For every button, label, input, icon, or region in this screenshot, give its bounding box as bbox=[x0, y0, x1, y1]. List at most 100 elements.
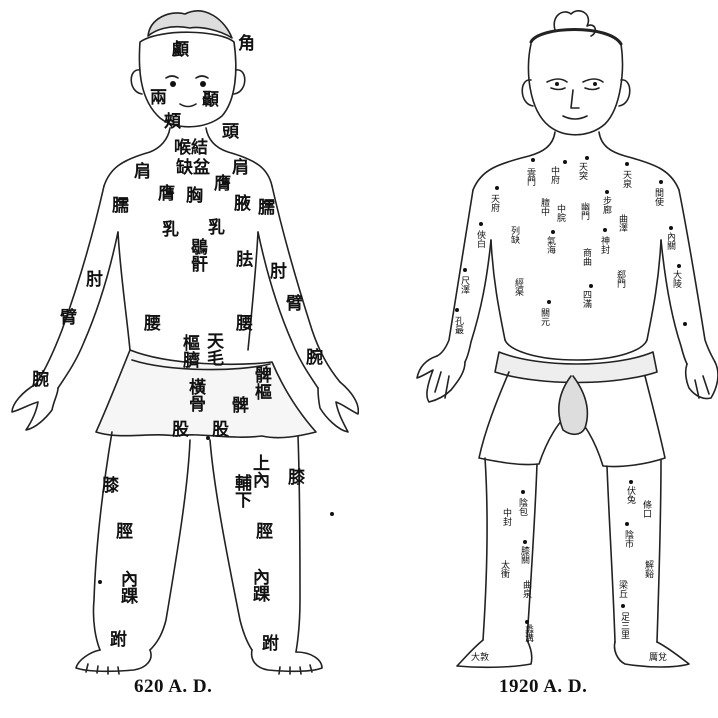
point-dot bbox=[463, 268, 467, 272]
point-dot bbox=[605, 190, 609, 194]
point-label: 天府 bbox=[489, 194, 498, 212]
point-label: 商曲 bbox=[581, 248, 590, 266]
point-dot bbox=[455, 308, 459, 312]
point-label: 大敦 bbox=[471, 654, 489, 663]
label-groin-left: 股 bbox=[172, 422, 189, 439]
label-chest-right: 膺 bbox=[214, 176, 231, 193]
marker-dot bbox=[98, 580, 102, 584]
label-forearm-right: 臂 bbox=[286, 296, 303, 313]
point-label: 膝關 bbox=[519, 546, 528, 564]
point-label: 陰包 bbox=[517, 498, 526, 516]
label-shoulder-right: 肩 bbox=[232, 160, 249, 177]
point-dot bbox=[525, 620, 529, 624]
label-arm-upper-right: 臑 bbox=[258, 200, 275, 217]
label-navel: 樞臍 bbox=[180, 334, 197, 368]
point-label: 厲兌 bbox=[649, 654, 667, 663]
point-label: 中封 bbox=[501, 508, 510, 526]
point-dot bbox=[589, 284, 593, 288]
label-knee-right: 膝 bbox=[288, 470, 305, 487]
point-dot bbox=[603, 228, 607, 232]
label-shin-right: 脛 bbox=[256, 524, 273, 541]
label-pubic-hair: 天毛 bbox=[204, 332, 221, 366]
label-waist-left: 腰 bbox=[144, 316, 161, 333]
point-label: 尺澤 bbox=[459, 276, 468, 294]
label-thigh-joint: 髀 bbox=[232, 398, 249, 415]
point-dot bbox=[629, 480, 633, 484]
label-elbow-right: 肘 bbox=[270, 264, 287, 281]
point-label: 足三里 bbox=[619, 612, 628, 639]
point-dot bbox=[551, 230, 555, 234]
caption-620ad: 620 A. D. bbox=[134, 676, 212, 698]
label-nipple-left: 乳 bbox=[162, 222, 179, 239]
point-label: 梁丘 bbox=[617, 580, 626, 598]
label-neck: 頭 bbox=[222, 124, 239, 141]
caption-1920ad: 1920 A. D. bbox=[499, 676, 587, 698]
label-inner-ankle-right: 內踝 bbox=[250, 568, 267, 602]
label-knee-left: 膝 bbox=[102, 478, 119, 495]
label-cheek-left: 兩 bbox=[150, 90, 167, 107]
label-pubic-bone: 橫骨 bbox=[186, 378, 203, 412]
point-dot bbox=[585, 156, 589, 160]
point-dot bbox=[521, 490, 525, 494]
point-dot bbox=[625, 522, 629, 526]
point-dot bbox=[683, 322, 687, 326]
label-ribs: 胠 bbox=[236, 252, 253, 269]
point-label: 條口 bbox=[641, 500, 650, 518]
point-dot bbox=[659, 180, 663, 184]
point-label: 曲泉 bbox=[521, 580, 530, 598]
label-shoulder-left: 肩 bbox=[134, 164, 151, 181]
label-groin-right: 股 bbox=[212, 422, 229, 439]
label-foot-right: 跗 bbox=[262, 636, 279, 653]
point-label: 蠡溝 bbox=[523, 624, 532, 642]
point-label: 四滿 bbox=[581, 290, 590, 308]
point-label: 大陵 bbox=[671, 270, 680, 288]
point-label: 郄門 bbox=[615, 270, 624, 288]
point-label: 天泉 bbox=[621, 170, 630, 188]
marker-dot bbox=[330, 512, 334, 516]
point-dot bbox=[523, 540, 527, 544]
point-label: 幽門 bbox=[579, 202, 588, 220]
point-dot bbox=[479, 222, 483, 226]
label-foot-left: 跗 bbox=[110, 632, 127, 649]
label-upper-inner: 上內 bbox=[250, 454, 267, 488]
label-nipple-right: 乳 bbox=[208, 220, 225, 237]
point-dot bbox=[547, 300, 551, 304]
label-assist: 輔下 bbox=[232, 474, 249, 508]
point-label: 列缺 bbox=[509, 226, 518, 244]
point-label: 解谿 bbox=[643, 560, 652, 578]
point-label: 陰市 bbox=[623, 530, 632, 548]
label-basin: 缺盆 bbox=[176, 160, 210, 177]
label-head-right: 角 bbox=[238, 36, 255, 53]
point-label: 中脘 bbox=[555, 204, 564, 222]
label-axilla: 腋 bbox=[234, 196, 251, 213]
point-label: 太衝 bbox=[499, 560, 508, 578]
label-cheek: 頰 bbox=[164, 114, 181, 131]
label-wrist-left: 腕 bbox=[32, 372, 49, 389]
point-label: 神封 bbox=[599, 236, 608, 254]
point-dot bbox=[531, 158, 535, 162]
label-waist-right: 腰 bbox=[236, 316, 253, 333]
label-hip-right: 髀樞 bbox=[252, 366, 269, 400]
point-label: 天突 bbox=[577, 162, 586, 180]
point-dot bbox=[669, 226, 673, 230]
point-dot bbox=[677, 264, 681, 268]
label-chest: 胸 bbox=[186, 188, 203, 205]
point-dot bbox=[495, 186, 499, 190]
label-throat: 喉結 bbox=[174, 140, 208, 157]
point-label: 曲澤 bbox=[617, 214, 626, 232]
label-sternum: 鶡骭 bbox=[188, 238, 205, 272]
figure-1920ad: 雲門 天府 俠白 尺澤 孔最 列缺 經渠 中府 膻中 中脘 氣海 關元 天突 步… bbox=[359, 0, 718, 718]
figure-1920ad-drawing bbox=[359, 0, 718, 718]
label-forearm-left: 臂 bbox=[60, 310, 77, 327]
point-label: 內關 bbox=[665, 232, 674, 250]
point-dot bbox=[625, 162, 629, 166]
point-label: 伏兔 bbox=[625, 486, 634, 504]
point-dot bbox=[563, 160, 567, 164]
point-label: 孔最 bbox=[453, 316, 462, 334]
label-chest-left: 膺 bbox=[158, 186, 175, 203]
label-shin-left: 脛 bbox=[116, 524, 133, 541]
label-elbow-left: 肘 bbox=[86, 272, 103, 289]
point-label: 步廊 bbox=[601, 196, 610, 214]
label-inner-ankle-left: 內踝 bbox=[118, 570, 135, 604]
point-label: 膻中 bbox=[539, 198, 548, 216]
